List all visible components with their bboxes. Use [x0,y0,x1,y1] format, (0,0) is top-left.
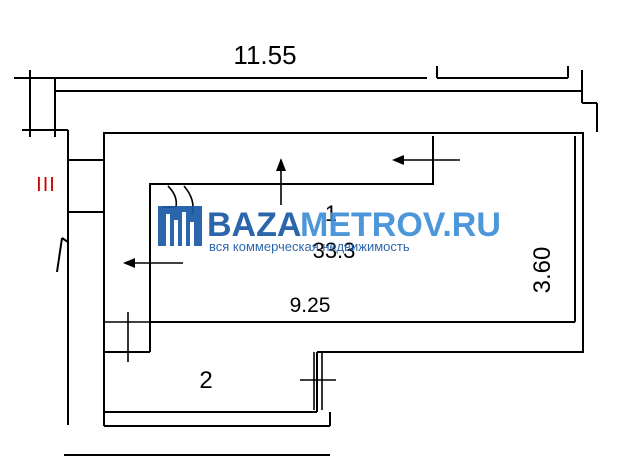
room-outline [103,132,584,353]
room-width-label: 3.60 [529,247,556,294]
watermark: BAZA METROV.RU вся коммерческая недвижим… [158,206,501,254]
room-number-label: 1 [325,201,337,226]
arrow-up [276,158,286,205]
top-dimension-label: 11.55 [233,40,296,70]
column-marks [104,312,336,410]
watermark-brand-left: BAZA [207,206,301,244]
annex-outline [64,352,331,456]
left-wall [56,130,104,425]
watermark-logo-icon [158,206,202,246]
top-wall-strip [14,66,598,137]
watermark-brand-right: METROV.RU [300,206,501,244]
room-area-label: 33.3 [313,238,356,263]
annex-dimension-label: 2 [199,367,212,394]
inner-partition [149,136,576,352]
arrow-left-bottom [123,258,183,268]
arrow-left-top [392,155,460,165]
watermark-tagline: вся коммерческая недвижимость [209,239,410,254]
room-length-label: 9.25 [290,294,331,317]
section-marker: III [36,174,56,196]
